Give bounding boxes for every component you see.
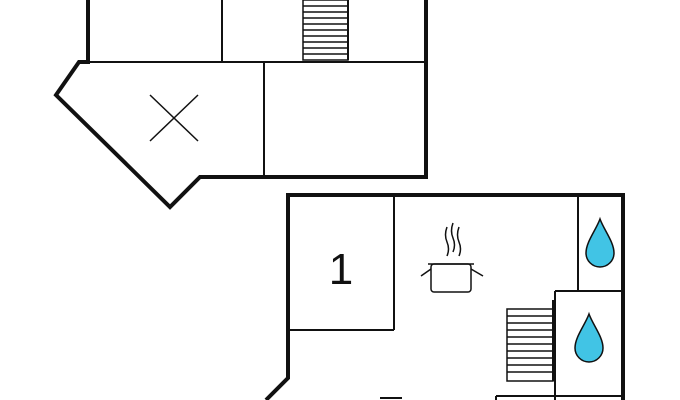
water-drop-icon [574,311,604,363]
lower-floor-outer-wall [264,193,625,400]
upper-floor [53,0,428,210]
upper-floor-outer-wall [53,0,428,210]
room-1: 1 [288,195,395,331]
cooking-pot-icon [420,222,484,293]
staircase-icon [506,300,554,382]
room-number: 1 [329,245,353,294]
x-mark-icon [149,94,199,142]
staircase-icon [302,0,349,61]
bathroom-walls [554,195,623,400]
water-drop-icon [585,216,615,268]
lower-floor: 1 [264,193,625,400]
